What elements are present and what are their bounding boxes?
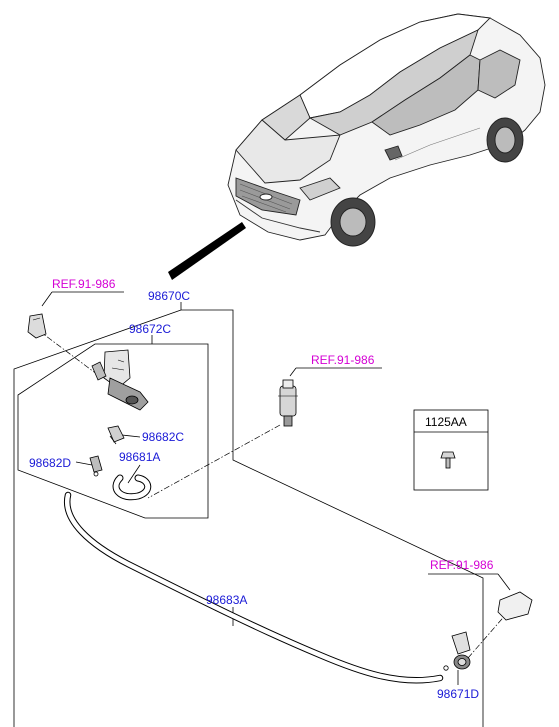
washer-nozzle (91, 349, 149, 411)
hose-long (63, 491, 444, 684)
ref-pump-label[interactable]: REF.91-986 (311, 353, 375, 367)
hose-short (112, 474, 152, 501)
bolt-box (413, 409, 489, 491)
sedan-car-illustration (227, 13, 546, 247)
ref-bottom-right-label[interactable]: REF.91-986 (430, 558, 494, 572)
nozzle-label[interactable]: 98671D (437, 687, 479, 701)
nozzle-cap-right (497, 591, 533, 621)
washer-pump (278, 379, 298, 427)
hose-long-label[interactable]: 98683A (206, 593, 247, 607)
sub-assembly-label[interactable]: 98672C (129, 322, 171, 336)
leader-lines (37, 291, 511, 685)
hose-connector (107, 425, 125, 445)
nozzle-bottom-right (443, 631, 471, 671)
bolt-box-label[interactable]: 1125AA (425, 415, 467, 429)
ref-top-left-label[interactable]: REF.91-986 (52, 277, 116, 291)
hose-connector-label[interactable]: 98682C (142, 430, 184, 444)
connector-left-label[interactable]: 98682D (29, 456, 71, 470)
car-pointer-wedge (168, 222, 246, 280)
nozzle-cap-left (27, 313, 47, 339)
hose-short-label[interactable]: 98681A (119, 450, 160, 464)
connector-left (89, 455, 103, 477)
diagram-labels: REF.91-986 98670C 98672C REF.91-986 9868… (29, 277, 494, 701)
assembly-main-label[interactable]: 98670C (148, 289, 190, 303)
bolt-icon (440, 451, 456, 469)
assembly-outline (13, 302, 484, 727)
